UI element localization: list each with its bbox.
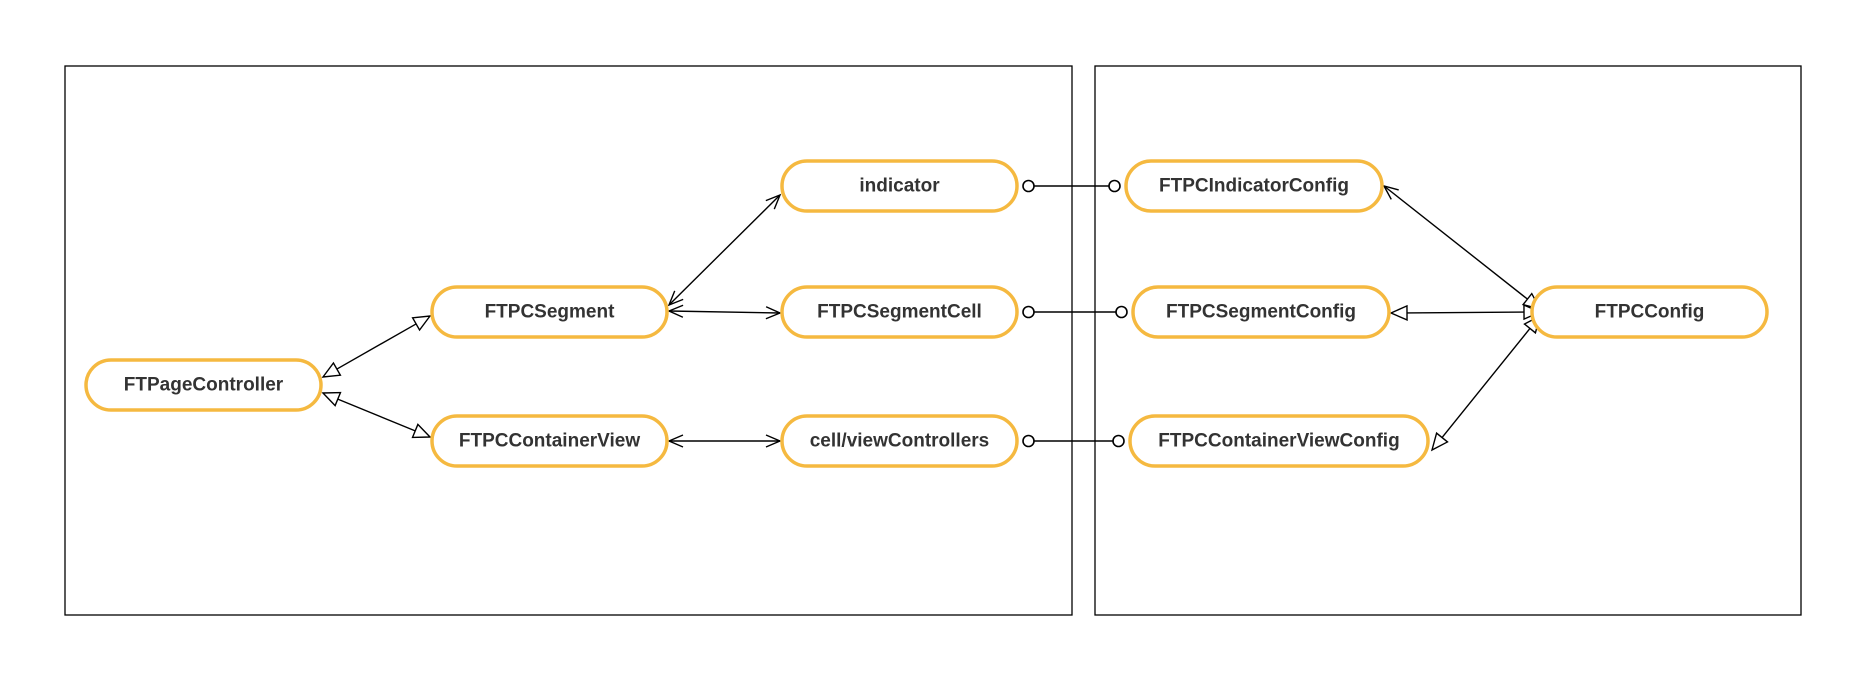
- node-indicator-box: [780, 159, 1019, 213]
- node-ftpcsegment-box: [430, 285, 669, 339]
- edge-ftpcsegment-ftpcsegmentcell: [668, 310, 781, 314]
- node-ftpcsegmentcell-label: FTPCSegmentCell: [817, 302, 982, 323]
- node-ftpccontainerview[interactable]: FTPCContainerView: [430, 414, 669, 468]
- node-indicator[interactable]: indicator: [780, 159, 1019, 213]
- node-ftpcconfig-box: [1530, 285, 1769, 339]
- node-ftpcsegmentcell-box: [780, 285, 1019, 339]
- edge-ftpcsegment-indicator-start-arrow-marker: [667, 290, 684, 307]
- edge-ftpcsegmentconfig-ftpcconfig-start-open-triangle-marker: [1389, 304, 1408, 321]
- node-ftpcsegment[interactable]: FTPCSegment: [430, 285, 669, 339]
- node-cell-viewcontrollers-label: cell/viewControllers: [810, 431, 990, 452]
- edge-indicator-ftpcindicatorconfig-end-circle-marker: [1108, 179, 1121, 193]
- edge-ftpccontainerview-cell_viewcontrollers-end-arrow-marker: [765, 434, 782, 448]
- node-ftpcsegmentcell[interactable]: FTPCSegmentCell: [780, 285, 1019, 339]
- node-ftpccontainerviewconfig-label: FTPCContainerViewConfig: [1158, 431, 1399, 452]
- edge-ftpagecontroller-ftpcsegment-end-open-triangle-marker: [411, 315, 432, 332]
- edge-ftpcindicatorconfig-ftpcconfig-start-arrow-marker: [1382, 184, 1399, 200]
- node-ftpcconfig[interactable]: FTPCConfig: [1530, 285, 1769, 339]
- nodes-layer: FTPageController FTPCSegment FTPCContain…: [84, 159, 1769, 468]
- left-group-frame: [64, 65, 1073, 616]
- node-cell-viewcontrollers[interactable]: cell/viewControllers: [780, 414, 1019, 468]
- edge-ftpcsegmentcell-ftpcsegmentconfig-end-circle-marker: [1115, 305, 1128, 319]
- edge-ftpcsegment-ftpcsegmentcell-start-arrow-marker: [667, 304, 684, 318]
- node-ftpccontainerview-box: [430, 414, 669, 468]
- node-ftpagecontroller[interactable]: FTPageController: [84, 358, 323, 412]
- node-ftpcconfig-label: FTPCConfig: [1595, 302, 1705, 323]
- edge-ftpagecontroller-ftpccontainerview-end-open-triangle-marker: [411, 423, 432, 439]
- edge-ftpccontainerviewconfig-ftpcconfig-start-open-triangle-marker: [1430, 431, 1449, 452]
- node-ftpcsegment-label: FTPCSegment: [485, 302, 616, 323]
- edge-cell_viewcontrollers-ftpccontainerviewconfig-end-circle-marker: [1112, 434, 1125, 448]
- edge-cell_viewcontrollers-ftpccontainerviewconfig-start-circle-marker: [1022, 434, 1035, 448]
- node-ftpccontainerviewconfig[interactable]: FTPCContainerViewConfig: [1128, 414, 1430, 468]
- node-ftpcindicatorconfig[interactable]: FTPCIndicatorConfig: [1124, 159, 1384, 213]
- edge-ftpcsegment-ftpcsegmentcell-end-arrow-marker: [765, 306, 782, 320]
- node-ftpccontainerview-label: FTPCContainerView: [459, 431, 640, 452]
- edge-ftpccontainerview-cell_viewcontrollers-start-arrow-marker: [667, 434, 684, 448]
- node-ftpagecontroller-label: FTPageController: [124, 375, 284, 396]
- edge-ftpagecontroller-ftpccontainerview: [337, 398, 416, 432]
- node-ftpccontainerviewconfig-box: [1128, 414, 1430, 468]
- edge-ftpcsegment-indicator: [668, 194, 781, 306]
- node-ftpcindicatorconfig-box: [1124, 159, 1384, 213]
- edges-layer: [336, 185, 1531, 442]
- edge-indicator-ftpcindicatorconfig-start-circle-marker: [1022, 179, 1035, 193]
- node-ftpcsegmentconfig-box: [1131, 285, 1391, 339]
- node-cell-viewcontrollers-box: [780, 414, 1019, 468]
- edge-ftpcsegment-indicator-end-arrow-marker: [765, 193, 782, 210]
- right-group-frame: [1094, 65, 1802, 616]
- edge-ftpagecontroller-ftpcsegment-start-open-triangle-marker: [321, 361, 342, 378]
- edge-ftpcindicatorconfig-ftpcconfig: [1383, 185, 1528, 300]
- node-ftpcindicatorconfig-label: FTPCIndicatorConfig: [1159, 176, 1349, 197]
- node-ftpcsegmentconfig-label: FTPCSegmentConfig: [1166, 302, 1356, 323]
- node-ftpcsegmentconfig[interactable]: FTPCSegmentConfig: [1131, 285, 1391, 339]
- edge-ftpagecontroller-ftpccontainerview-start-open-triangle-marker: [321, 391, 342, 407]
- edge-ftpagecontroller-ftpcsegment: [336, 323, 417, 370]
- edge-ftpcsegmentconfig-ftpcconfig: [1406, 311, 1525, 314]
- edge-ftpccontainerviewconfig-ftpcconfig: [1441, 328, 1531, 438]
- edge-ftpcsegmentcell-ftpcsegmentconfig-start-circle-marker: [1022, 305, 1035, 319]
- node-ftpagecontroller-box: [84, 358, 323, 412]
- node-indicator-label: indicator: [859, 176, 940, 197]
